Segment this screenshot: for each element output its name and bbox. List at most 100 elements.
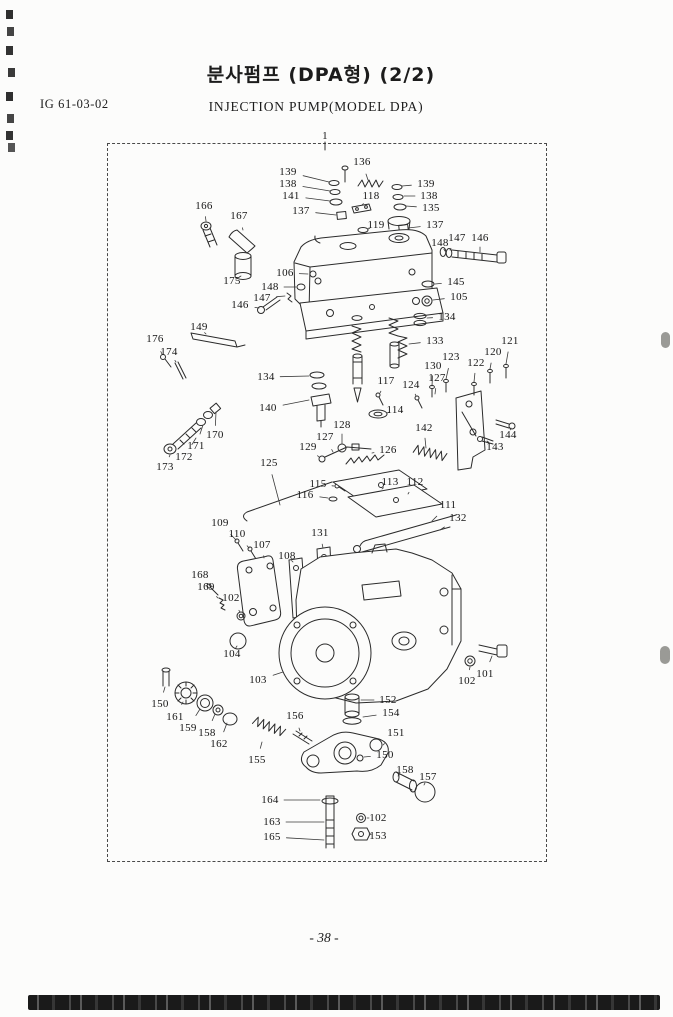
part-number-label: 124 <box>402 379 420 391</box>
part-number-label: 147 <box>253 292 271 304</box>
part-number-label: 150 <box>376 749 394 761</box>
doc-code: IG 61-03-02 <box>40 97 109 111</box>
part-number-label: 105 <box>450 291 468 303</box>
part-number-label: 157 <box>419 771 437 783</box>
part-number-label: 131 <box>311 527 329 539</box>
part-number-label: 175 <box>223 275 241 287</box>
part-number-label: 168 <box>191 569 209 581</box>
part-number-label: 153 <box>369 830 387 842</box>
part-number-label: 139 <box>417 178 435 190</box>
part-number-label: 169 <box>197 581 215 593</box>
part-number-label: 152 <box>379 694 397 706</box>
part-number-label: 123 <box>442 351 460 363</box>
part-number-label: 164 <box>261 794 279 806</box>
left-small-fasteners <box>257 270 317 314</box>
scan-edge-marks <box>6 10 13 19</box>
part-number-label: 110 <box>228 528 246 540</box>
side-plates-107-108 <box>236 555 307 627</box>
part-number-label: 102 <box>458 675 476 687</box>
part-number-label: 107 <box>253 539 271 551</box>
bottom-fittings <box>251 693 436 849</box>
part-number-label: 117 <box>377 375 395 387</box>
page-number: - 38 - <box>309 930 339 945</box>
bolt-assembly-170-173 <box>163 402 222 455</box>
part-number-label: 174 <box>160 346 178 358</box>
part-number-label: 113 <box>381 476 399 488</box>
page-title: 분사펌프 (DPA형) (2/2) <box>206 64 436 86</box>
part-number-label: 129 <box>299 441 317 453</box>
part-number-label: 101 <box>476 668 494 680</box>
part-number-label: 112 <box>406 476 424 488</box>
part-number-label: 151 <box>387 727 405 739</box>
part-number-label: 103 <box>249 674 267 686</box>
part-number-label: 118 <box>362 190 380 202</box>
part-number-label: 147 <box>448 232 466 244</box>
part-number-label: 143 <box>486 441 504 453</box>
part-number-label: 148 <box>261 281 279 293</box>
scan-artifact-right-lower <box>660 646 670 664</box>
plug-101-102 <box>464 644 508 667</box>
part-number-label: 106 <box>276 267 294 279</box>
part-number-label: 150 <box>151 698 169 710</box>
part-number-label: 149 <box>190 321 208 333</box>
part-number-label: 162 <box>210 738 228 750</box>
governor-bracket-right <box>412 363 516 471</box>
part-number-label: 163 <box>263 816 281 828</box>
part-number-label: 167 <box>230 210 248 222</box>
pen-part-149 <box>160 332 246 380</box>
part-number-label: 146 <box>231 299 249 311</box>
part-number-label: 136 <box>353 156 371 168</box>
part-number-label: 134 <box>438 311 456 323</box>
part-number-label: 171 <box>187 440 205 452</box>
part-number-label: 125 <box>260 457 278 469</box>
small-parts-left-168-104 <box>206 583 247 650</box>
pipe-parts-166-175 <box>200 221 256 280</box>
scan-artifact-right-upper <box>661 332 670 348</box>
part-number-label: 173 <box>156 461 174 473</box>
hydraulic-head <box>299 287 444 340</box>
long-bolt-146 <box>439 247 507 264</box>
part-number-label: 141 <box>282 190 300 202</box>
part-number-label: 158 <box>396 764 414 776</box>
part-number-label: 146 <box>471 232 489 244</box>
part-number-label: 111 <box>439 499 457 511</box>
part-number-label: 148 <box>431 237 449 249</box>
part-number-label: 116 <box>296 489 314 501</box>
part-number-label: 132 <box>449 512 467 524</box>
page-subtitle: INJECTION PUMP(MODEL DPA) <box>208 99 424 114</box>
part-number-label: 130 <box>424 360 442 372</box>
part-number-label: 102 <box>222 592 240 604</box>
part-number-label: 109 <box>211 517 229 529</box>
part-number-label: 120 <box>484 346 502 358</box>
linkage-parts <box>234 443 457 592</box>
part-number-label: 138 <box>420 190 438 202</box>
part-number-label: 108 <box>278 550 296 562</box>
part-number-label: 114 <box>386 404 404 416</box>
part-number-label: 133 <box>426 335 444 347</box>
part-number-label: 159 <box>179 722 197 734</box>
part-number-label: 142 <box>415 422 433 434</box>
part-number-label: 176 <box>146 333 164 345</box>
part-number-label: 137 <box>426 219 444 231</box>
part-number-label: 172 <box>175 451 193 463</box>
part-number-label: 126 <box>379 444 397 456</box>
part-number-label: 145 <box>447 276 465 288</box>
part-number-label: 165 <box>263 831 281 843</box>
part-number-label: 134 <box>257 371 275 383</box>
part-number-label: 121 <box>501 335 519 347</box>
part-number-label: 139 <box>279 166 297 178</box>
part-number-label: 122 <box>467 357 485 369</box>
coupling-group <box>161 667 238 726</box>
part-number-label: 144 <box>499 429 517 441</box>
part-number-label: 104 <box>223 648 241 660</box>
part-number-label: 127 <box>316 431 334 443</box>
part-number-label: 115 <box>309 478 327 490</box>
part-number-label: 102 <box>369 812 387 824</box>
part-number-label: 137 <box>292 205 310 217</box>
valve-stacks <box>309 280 435 428</box>
part-number-label: 127 <box>428 372 446 384</box>
part-number-label: 154 <box>382 707 400 719</box>
pump-housing <box>278 543 462 704</box>
